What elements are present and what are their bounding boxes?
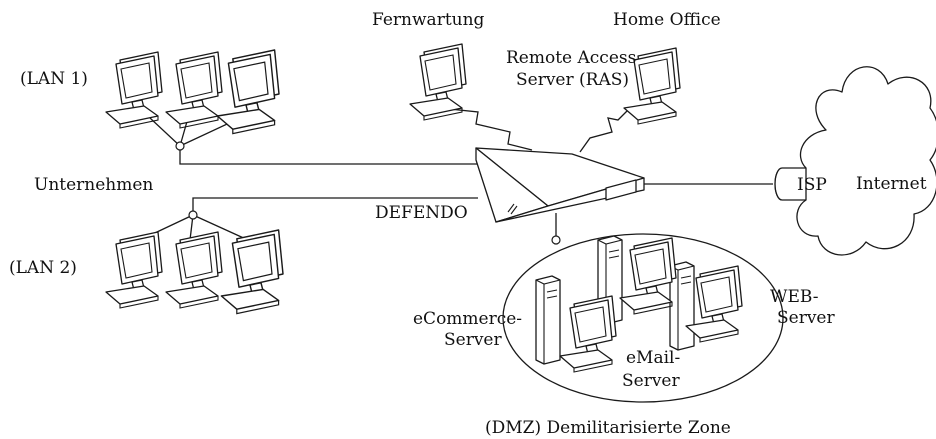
email-server-label-line2: Server — [622, 371, 680, 391]
lan2-workstation-icon — [105, 231, 163, 309]
lan1-links — [149, 117, 478, 165]
ras-links — [439, 107, 629, 153]
cloud-icon — [796, 66, 936, 256]
email-server-label-line1: eMail- — [626, 348, 680, 368]
internet-label: Internet — [856, 174, 927, 194]
web-server-label-line1: WEB- — [770, 287, 818, 307]
lan1-workstation-icon — [165, 51, 223, 129]
isp-label: ISP — [797, 175, 827, 195]
ras-label-line1: Remote Access — [506, 48, 636, 68]
fernwartung-workstation-icon — [409, 43, 467, 121]
ras-label-line2: Server (RAS) — [516, 70, 629, 90]
dmz-zone-boundary — [502, 233, 784, 403]
lan2-label: (LAN 2) — [9, 258, 77, 278]
lan1-junction-node — [175, 141, 185, 151]
ecommerce-server-label-line1: eCommerce- — [413, 309, 522, 329]
lan1-workstation-icon — [216, 49, 280, 135]
dmz-junction-node — [551, 235, 561, 245]
web-server-label-line2: Server — [777, 308, 835, 328]
lan2-workstation-icon — [220, 229, 284, 315]
lan1-label: (LAN 1) — [20, 69, 88, 89]
lan1-workstation-icon — [105, 51, 163, 129]
email-server-workstation-icon — [619, 237, 677, 315]
defendo-label: DEFENDO — [375, 203, 468, 223]
firewall-appliance-icon — [475, 147, 645, 223]
ecommerce-server-label-line2: Server — [444, 330, 502, 350]
home-office-label: Home Office — [613, 10, 721, 30]
ecommerce-server-tower-icon — [535, 275, 561, 365]
lan2-junction-node — [188, 210, 198, 220]
lan2-workstation-icon — [165, 231, 223, 309]
fernwartung-label: Fernwartung — [372, 10, 485, 30]
unternehmen-label: Unternehmen — [34, 175, 153, 195]
dmz-label: (DMZ) Demilitarisierte Zone — [485, 418, 731, 438]
ecommerce-server-workstation-icon — [559, 295, 617, 373]
